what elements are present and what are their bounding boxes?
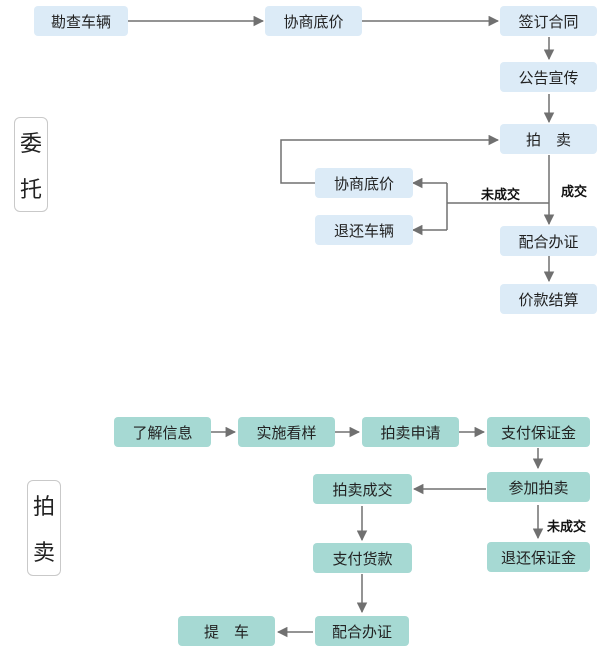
node-negotiate-price: 协商底价 — [265, 6, 362, 36]
edge-label-deal: 成交 — [561, 185, 588, 200]
node-auction: 拍 卖 — [500, 124, 597, 154]
node-pick-up-vehicle: 提 车 — [178, 616, 275, 646]
node-inspect-sample: 实施看样 — [238, 417, 335, 447]
edge-label-no-deal: 未成交 — [481, 188, 521, 203]
auction-label-char-1: 拍 — [32, 495, 55, 520]
node-auction-deal: 拍卖成交 — [313, 474, 412, 504]
arrow-renegotiate-loop — [280, 134, 500, 184]
consign-label-char-1: 委 — [19, 131, 42, 157]
node-inspect-vehicle: 勘查车辆 — [34, 6, 128, 36]
node-learn-info: 了解信息 — [114, 417, 211, 447]
node-return-vehicle: 退还车辆 — [315, 215, 413, 245]
consign-label-char-2: 托 — [19, 177, 42, 203]
node-join-auction: 参加拍卖 — [487, 472, 590, 502]
node-sign-contract: 签订合同 — [500, 6, 597, 36]
node-refund-deposit: 退还保证金 — [487, 542, 590, 572]
node-publicity: 公告宣传 — [500, 62, 597, 92]
edge-label-no-deal: 未成交 — [547, 520, 587, 535]
node-handle-certificates: 配合办证 — [500, 226, 597, 256]
node-renegotiate-price: 协商底价 — [315, 168, 413, 198]
auction-section-label: 拍 卖 — [27, 480, 61, 576]
node-settlement: 价款结算 — [500, 284, 597, 314]
node-pay-deposit: 支付保证金 — [487, 417, 590, 447]
node-pay-price: 支付货款 — [313, 543, 412, 573]
node-apply-auction: 拍卖申请 — [362, 417, 459, 447]
node-handle-certificates: 配合办证 — [315, 616, 409, 646]
auction-label-char-2: 卖 — [32, 541, 55, 566]
consign-section-label: 委 托 — [14, 117, 48, 212]
